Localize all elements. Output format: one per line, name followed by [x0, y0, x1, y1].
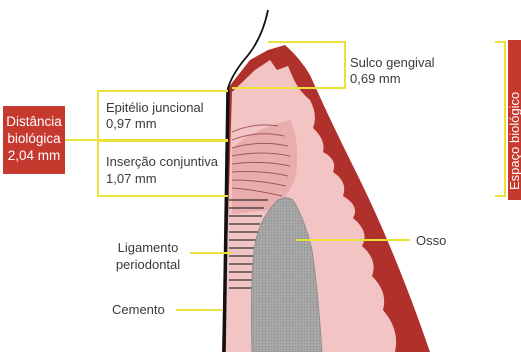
sulco-label-name: Sulco gengival: [350, 55, 435, 70]
espaco-label: Espaço biológico: [507, 92, 521, 190]
ligamento-label-value: periodontal: [116, 257, 180, 272]
distancia-line2: biológica: [7, 131, 61, 146]
cemento-label: Cemento: [112, 302, 165, 317]
insercao-label-name: Inserção conjuntiva: [106, 154, 219, 169]
distancia-line1: Distância: [6, 114, 62, 129]
osso-label: Osso: [416, 233, 446, 248]
distancia-line3: 2,04 mm: [8, 148, 61, 163]
insercao-label-value: 1,07 mm: [106, 171, 157, 186]
epitelio-label-value: 0,97 mm: [106, 116, 157, 131]
ligamento-label-name: Ligamento: [118, 240, 179, 255]
espaco-bracket: [495, 42, 505, 196]
epitelio-label-name: Epitélio juncional: [106, 100, 204, 115]
sulco-label-value: 0,69 mm: [350, 71, 401, 86]
